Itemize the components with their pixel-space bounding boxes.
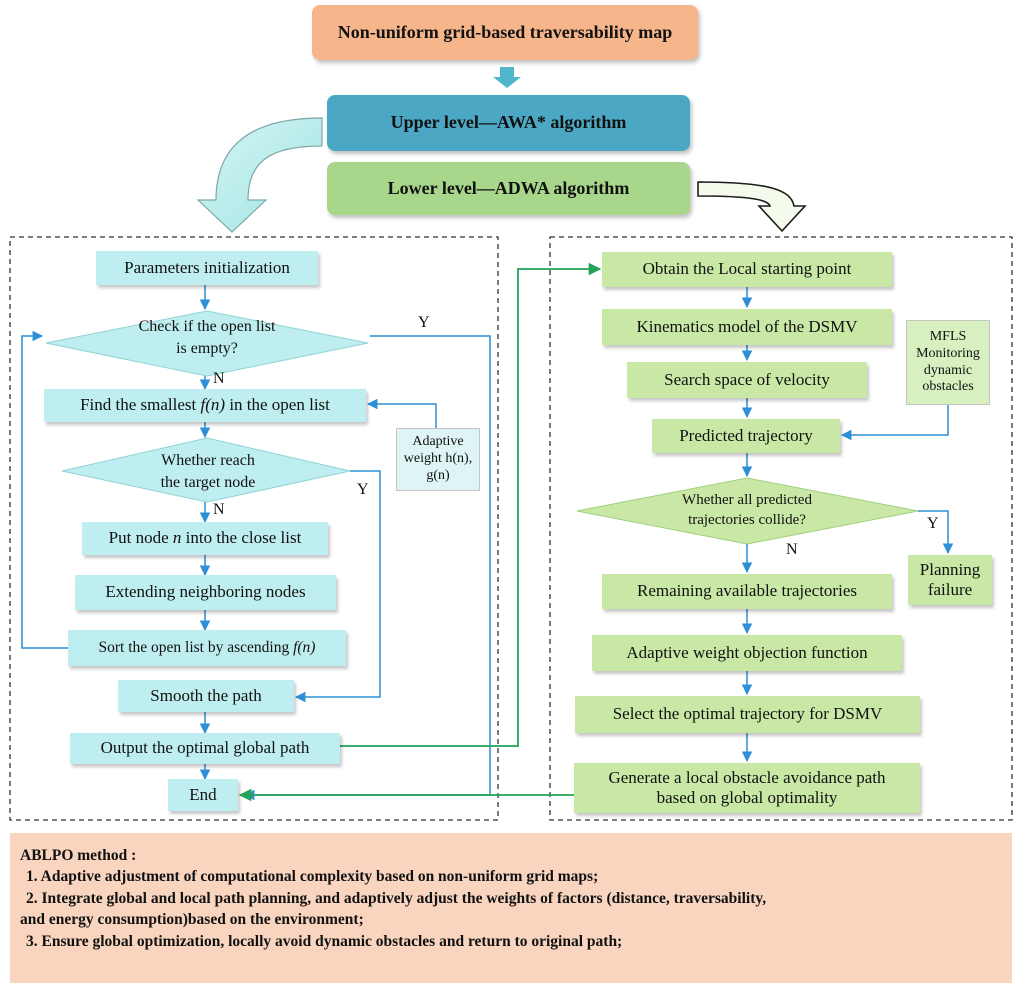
remaining-label: Remaining available trajectories [637,581,857,601]
whether-reach-no-label: N [213,501,225,518]
collide-line2: trajectories collide? [688,512,806,529]
summary-item-1: 1. Adaptive adjustment of computational … [26,868,599,886]
planning-failure-box: Planning failure [908,555,992,605]
sort-open-label: Sort the open list by ascending f(n) [99,639,316,658]
put-node-box: Put node n into the close list [82,522,328,555]
end-box: End [168,779,238,811]
smooth-path-label: Smooth the path [150,685,262,705]
put-node-post: into the close list [181,528,302,548]
whether-reach-label: Whether reach the target node [120,450,296,493]
put-node-pre: Put node [108,528,173,548]
mfls-note: MFLS Monitoring dynamic obstacles [906,320,990,405]
collide-label: Whether all predicted trajectories colli… [642,490,852,531]
summary-item-2b: and energy consumption)based on the envi… [20,911,364,929]
map-to-upper-arrow [493,67,521,88]
end-label: End [189,784,217,804]
extending-box: Extending neighboring nodes [75,575,336,610]
check-open-no-label: N [213,370,225,387]
local-start-box: Obtain the Local starting point [602,252,892,287]
adaptive-weight-line1: Adaptive [412,434,464,450]
predicted-label: Predicted trajectory [679,425,813,445]
collide-no-label: N [786,541,798,558]
find-smallest-fn: f(n) [200,395,226,415]
mfls-line3: dynamic [923,362,973,378]
adaptive-weight-line2: weight h(n), [403,451,473,467]
sort-open-fn: f(n) [293,638,316,656]
select-optimal-label: Select the optimal trajectory for DSMV [612,704,883,724]
put-node-n: n [172,528,182,548]
find-smallest-pre: Find the smallest [80,395,201,415]
collide-yes-label: Y [927,515,939,532]
lower-to-local-arrow [697,181,807,233]
generate-line1: Generate a local obstacle avoidance path [608,767,886,787]
lower-level-box: Lower level—ADWA algorithm [327,162,690,215]
generate-line2: based on global optimality [656,788,838,807]
find-smallest-label: Find the smallest f(n) in the open list [80,395,330,415]
params-init-label: Parameters initialization [124,257,290,277]
global-planner-frame [9,236,499,821]
kinematics-label: Kinematics model of the DSMV [636,316,858,336]
summary-item-2a: 2. Integrate global and local path plann… [26,889,767,907]
check-open-label: Check if the open list is empty? [100,316,314,359]
generate-path-box: Generate a local obstacle avoidance path… [574,763,920,813]
find-smallest-box: Find the smallest f(n) in the open list [44,389,366,422]
mfls-line2: Monitoring [916,345,980,361]
mfls-line4: obstacles [922,379,974,395]
upper-level-box: Upper level—AWA* algorithm [327,95,690,151]
adaptive-weight-note: Adaptive weight h(n), g(n) [396,428,480,491]
whether-reach-yes-label: Y [357,481,369,498]
collide-line1: Whether all predicted [682,492,812,508]
search-space-box: Search space of velocity [627,362,867,398]
predicted-box: Predicted trajectory [652,419,840,453]
summary-title: ABLPO method : [20,847,137,864]
whether-reach-line1: Whether reach [161,452,255,469]
kinematics-box: Kinematics model of the DSMV [602,309,892,345]
output-global-box: Output the optimal global path [70,733,340,764]
lower-level-label: Lower level—ADWA algorithm [387,177,630,198]
find-smallest-post: in the open list [225,395,330,415]
put-node-label: Put node n into the close list [109,528,302,548]
objective-box: Adaptive weight objection function [592,635,902,671]
planning-failure-line2: failure [927,580,973,599]
check-open-diamond [45,310,369,377]
map-title: Non-uniform grid-based traversability ma… [337,21,673,42]
whether-reach-line2: the target node [160,473,256,491]
check-open-line1: Check if the open list [138,318,276,335]
upper-to-global-arrow [196,117,323,233]
check-open-line2: is empty? [176,339,238,357]
sort-open-pre: Sort the open list by ascending [98,638,294,656]
remaining-box: Remaining available trajectories [602,574,892,609]
local-start-label: Obtain the Local starting point [642,259,852,279]
extending-label: Extending neighboring nodes [105,582,306,602]
objective-label: Adaptive weight objection function [626,642,868,662]
select-optimal-box: Select the optimal trajectory for DSMV [575,696,920,733]
search-space-label: Search space of velocity [664,369,830,389]
map-title-box: Non-uniform grid-based traversability ma… [312,5,698,60]
sort-open-box: Sort the open list by ascending f(n) [68,630,346,666]
check-open-yes-label: Y [418,314,430,331]
ablpo-summary: ABLPO method : 1. Adaptive adjustment of… [10,833,1012,983]
adaptive-weight-line3: g(n) [426,467,450,483]
smooth-path-box: Smooth the path [118,680,294,712]
planning-failure-line1: Planning [919,559,981,579]
summary-item-3: 3. Ensure global optimization, locally a… [26,932,623,950]
params-init-box: Parameters initialization [96,251,318,285]
output-global-label: Output the optimal global path [100,738,310,758]
mfls-line1: MFLS [929,328,967,344]
upper-level-label: Upper level—AWA* algorithm [390,112,627,133]
